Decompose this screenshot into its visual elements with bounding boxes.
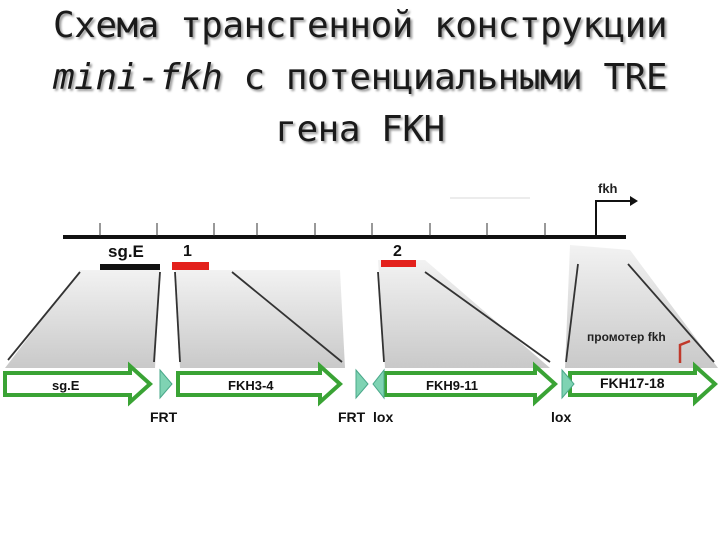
title-line-3: гена FKH: [275, 109, 445, 150]
fan-region-2: [378, 260, 550, 368]
sge-block-arrow: [3, 361, 153, 407]
title-line-2: mini-fkh с потенциальными TRE: [0, 52, 720, 104]
region-2-label: 2: [393, 243, 402, 260]
promoter-label: промотер fkh: [587, 330, 666, 344]
title-line-2-rest: с потенциальными TRE: [222, 57, 668, 98]
frt-label-2: FRT: [338, 409, 366, 425]
construct-arrows: [3, 361, 718, 407]
segment-label-fkh17-18: FKH17-18: [600, 375, 665, 391]
frt-label-1: FRT: [150, 409, 178, 425]
fkh17-18-block-arrow: [568, 361, 718, 407]
lox-site-1-icon: [372, 368, 385, 400]
lox-label-1: lox: [373, 409, 393, 425]
sge-region-label: sg.E: [108, 242, 144, 261]
lox-site-2-icon: [561, 368, 575, 400]
region-1-label: 1: [183, 243, 192, 260]
frt-site-2-icon: [355, 368, 369, 400]
genomic-line: [63, 197, 626, 239]
projection-fans: [5, 245, 718, 368]
title-line-1: Схема трансгенной конструкции: [52, 5, 668, 46]
fkh3-4-block-arrow: [176, 361, 343, 407]
fkh-tss-arrow-icon: [595, 196, 638, 236]
region-1-bar: [172, 262, 209, 270]
title-italic-gene: mini-fkh: [52, 57, 223, 98]
segment-label-fkh3-4: FKH3-4: [228, 378, 274, 393]
promoter-arrow-icon: [678, 339, 691, 363]
slide-title: Схема трансгенной конструкции mini-fkh с…: [0, 0, 720, 156]
region-2-bar: [381, 260, 416, 267]
fan-sge: [5, 270, 160, 368]
fan-promoter: [565, 245, 718, 368]
fkh-gene-label: fkh: [598, 181, 618, 196]
recombination-sites: [159, 368, 575, 400]
segment-label-fkh9-11: FKH9-11: [426, 378, 478, 393]
sge-region-bar: [100, 264, 160, 270]
fan-region-1: [175, 270, 345, 368]
fkh9-11-block-arrow: [383, 361, 558, 407]
frt-site-1-icon: [159, 368, 173, 400]
segment-label-sge: sg.E: [52, 378, 80, 393]
lox-label-2: lox: [551, 409, 571, 425]
